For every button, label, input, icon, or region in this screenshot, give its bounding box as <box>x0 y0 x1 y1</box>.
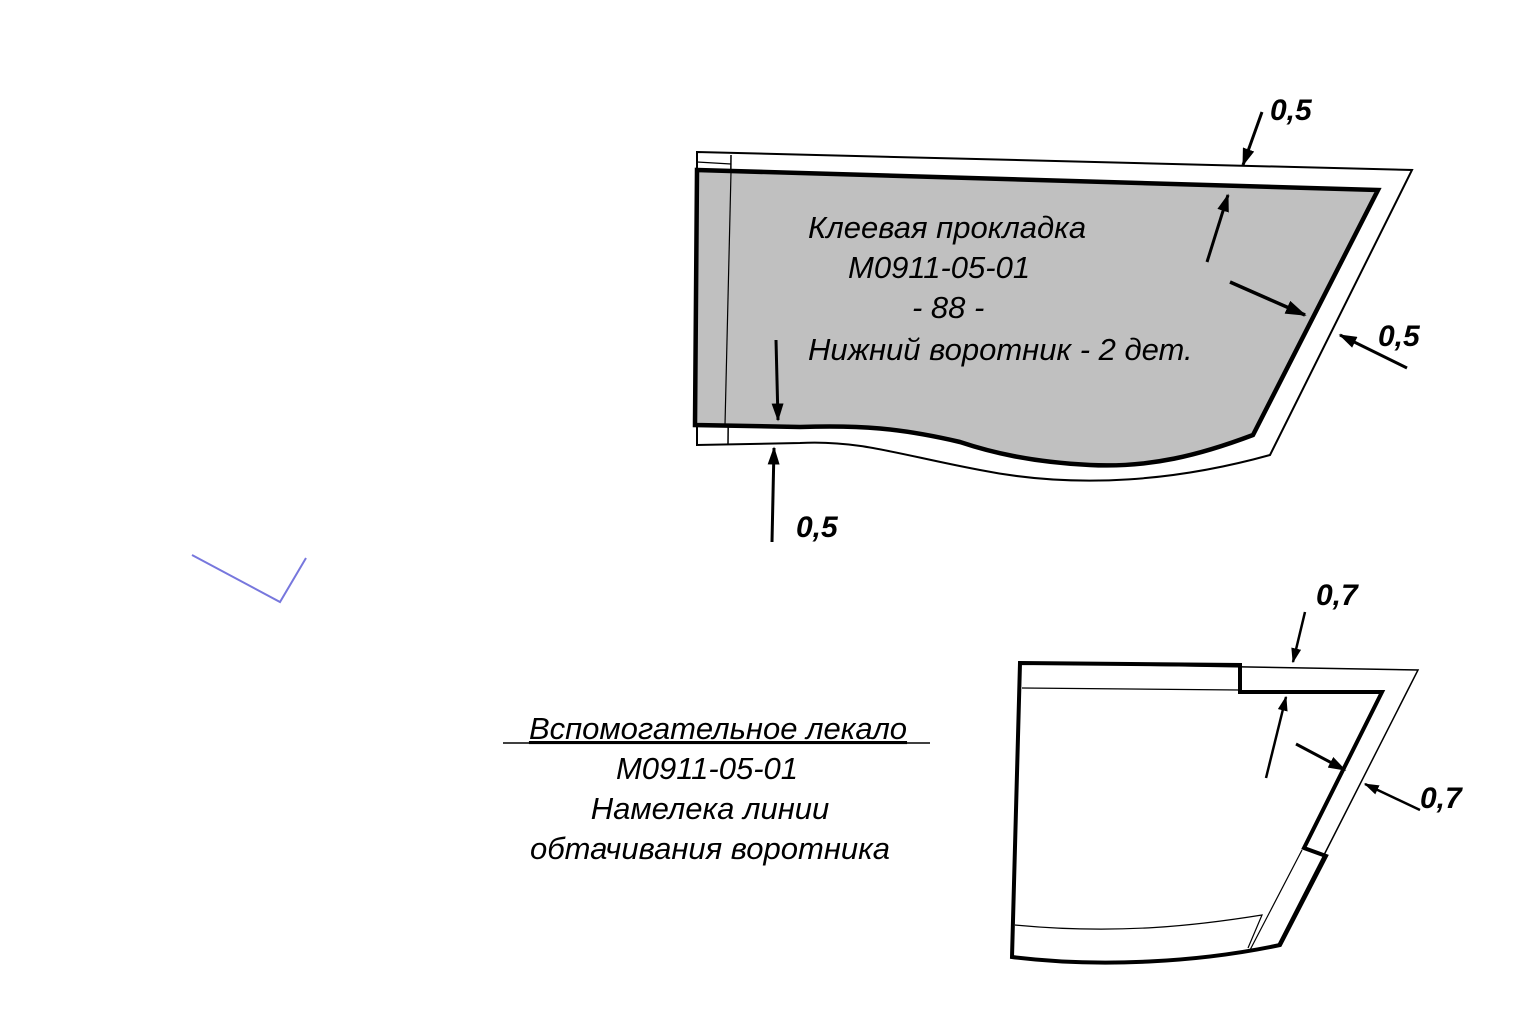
aux-code: М0911-05-01 <box>616 751 798 786</box>
aux-dim-arrow-right-inner <box>1295 742 1347 772</box>
aux-dim-label-right: 0,7 <box>1420 782 1463 815</box>
interfacing-title: Клеевая прокладка <box>808 210 1086 245</box>
aux-dim-label-top: 0,7 <box>1316 579 1359 612</box>
aux-dim-arrow-top-outer <box>1291 611 1307 664</box>
aux-description-line1: Намелека линии <box>591 791 830 826</box>
interfacing-fold-line <box>724 171 732 426</box>
aux-dim-arrow-right-outer <box>1363 782 1421 812</box>
auxiliary-template-piece: 0,7 0,7 <box>1009 579 1463 965</box>
interfacing-size: - 88 - <box>912 290 984 325</box>
dim-arrow-bottom-inner <box>771 339 784 422</box>
interfacing-outer-contour <box>696 150 1414 482</box>
interfacing-piece: Клеевая прокладка М0911-05-01 - 88 - Ниж… <box>692 94 1421 544</box>
dim-arrow-top-outer <box>1241 111 1264 167</box>
dim-arrow-bottom-outer <box>767 446 780 543</box>
interfacing-body <box>692 167 1382 468</box>
dim-arrow-right-inner <box>1229 280 1307 317</box>
interfacing-description: Нижний воротник - 2 дет. <box>808 332 1193 367</box>
aux-right-lower-thin <box>1249 849 1303 951</box>
dim-label-bottom: 0,5 <box>796 511 839 544</box>
aux-dim-arrow-top-inner <box>1264 695 1288 779</box>
aux-main-contour <box>1009 660 1386 965</box>
aux-top-inner-line <box>1021 687 1241 691</box>
dim-arrow-right-outer <box>1338 333 1408 370</box>
interfacing-top-inner-line <box>696 161 732 165</box>
dim-label-top: 0,5 <box>1270 94 1313 127</box>
stray-check-stroke <box>191 554 307 604</box>
aux-description-line2: обтачивания воротника <box>530 831 890 866</box>
dim-arrow-top-inner <box>1205 193 1230 263</box>
dim-label-right: 0,5 <box>1378 320 1421 353</box>
aux-bottom-inner-curve <box>1014 914 1263 949</box>
aux-outer-contour <box>1019 662 1420 946</box>
aux-title: Вспомогательное лекало <box>529 711 907 746</box>
interfacing-code: М0911-05-01 <box>848 250 1030 285</box>
